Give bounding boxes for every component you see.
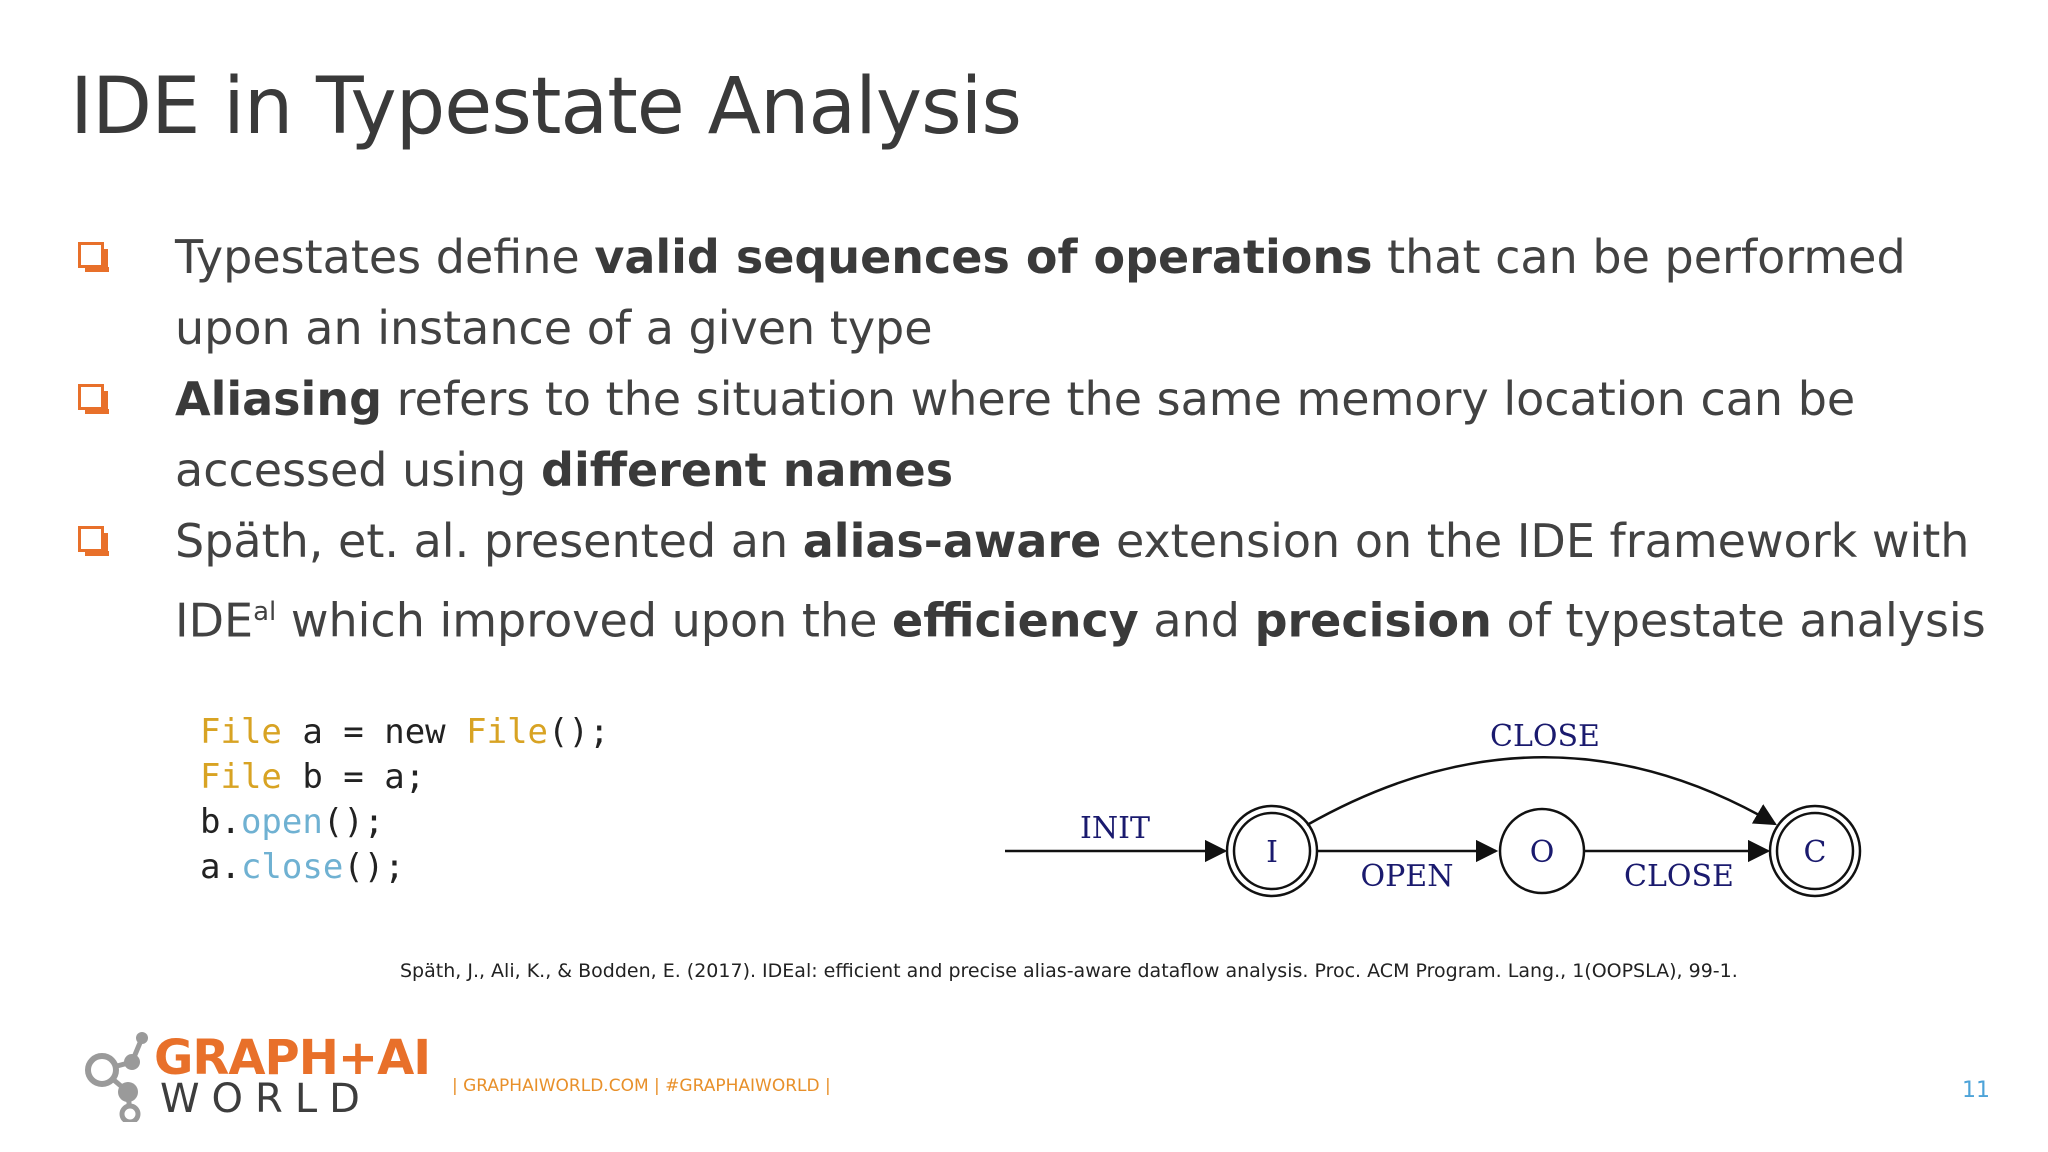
state-o-label: O (1530, 835, 1555, 870)
state-i-label: I (1266, 835, 1278, 870)
code-line: File a = new File(); (200, 712, 610, 752)
checkbox-bullet-icon (78, 242, 109, 272)
code-snippet: File a = new File(); File b = a; b.open();… (200, 710, 609, 890)
footer-links: | GRAPHAIWORLD.COM | #GRAPHAIWORLD | (452, 1076, 831, 1096)
state-o (1498, 807, 1586, 895)
checkbox-bullet-icon (78, 384, 109, 414)
state-c (1768, 804, 1862, 898)
bullet-spath: Späth, et. al. presented an alias-aware … (75, 506, 1995, 656)
state-i-inner (1232, 811, 1312, 891)
code-line: File b = a; (200, 757, 426, 797)
slide-title: IDE in Typestate Analysis (70, 62, 1022, 152)
bullet-aliasing: Aliasing refers to the situation where t… (75, 364, 1995, 506)
close-edge-ic (1306, 756, 1777, 827)
logo-world-text: WORLD (160, 1076, 372, 1122)
bullet-list: Typestates define valid sequences of ope… (75, 222, 1995, 656)
init-label: INIT (1080, 811, 1150, 846)
state-c-inner (1775, 811, 1855, 891)
logo-graph-ai-text: GRAPH+AI (154, 1030, 431, 1086)
checkbox-bullet-icon (78, 526, 109, 556)
close-label-oc: CLOSE (1624, 859, 1734, 894)
close-label-ic: CLOSE (1490, 719, 1600, 754)
bullet-typestates: Typestates define valid sequences of ope… (75, 222, 1995, 364)
typestate-diagram: INIT I OPEN O CLOSE C CLOSE (1005, 719, 1862, 898)
graph-ai-world-logo: GRAPH+AI WORLD (80, 1030, 440, 1122)
molecule-icon (85, 1032, 148, 1122)
code-line: a.close(); (200, 847, 405, 887)
code-line: b.open(); (200, 802, 385, 842)
page-number: 11 (1962, 1078, 1990, 1103)
reference-citation: Späth, J., Ali, K., & Bodden, E. (2017).… (400, 960, 1738, 982)
open-label: OPEN (1361, 859, 1454, 894)
state-c-label: C (1804, 835, 1827, 870)
state-i (1225, 804, 1319, 898)
